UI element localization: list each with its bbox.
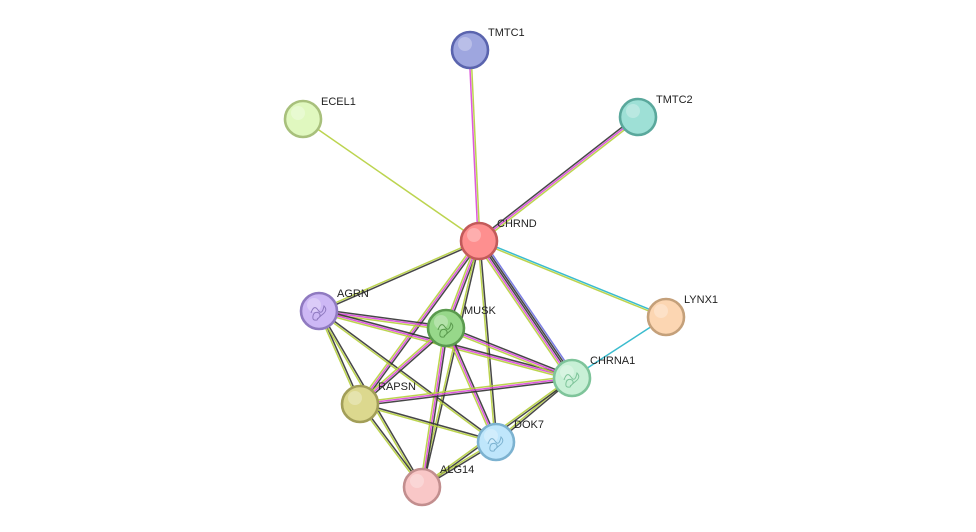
node-lynx1[interactable]: LYNX1 xyxy=(646,294,718,337)
node-label: CHRND xyxy=(497,218,537,230)
edge-line xyxy=(360,379,573,407)
edge-line xyxy=(468,50,479,242)
edge-line xyxy=(359,377,573,405)
edge-musk-dok7 xyxy=(443,326,499,444)
node-rapsn[interactable]: RAPSN xyxy=(340,381,416,424)
edge-line xyxy=(318,312,446,331)
node-label: ECEL1 xyxy=(321,96,356,108)
node-circle[interactable] xyxy=(450,30,490,70)
edge-line xyxy=(479,239,575,378)
node-musk[interactable]: MUSK xyxy=(426,305,496,348)
edge-chrnd-chrna1 xyxy=(475,238,576,381)
edge-chrnd-tmtc2 xyxy=(477,114,640,244)
protein-structure-icon xyxy=(437,321,454,338)
edge-line xyxy=(479,117,640,244)
node-tmtc2[interactable]: TMTC2 xyxy=(618,94,693,137)
node-circle[interactable] xyxy=(459,221,499,261)
edge-line xyxy=(446,325,573,378)
protein-structure-icon xyxy=(563,371,580,388)
protein-structure-icon xyxy=(487,435,504,452)
edge-line xyxy=(476,241,572,380)
node-circle[interactable] xyxy=(402,467,442,507)
node-label: ALG14 xyxy=(440,464,474,476)
edge-line xyxy=(478,240,573,379)
edge-line xyxy=(318,310,447,329)
edge-chrnd-lynx1 xyxy=(478,239,667,319)
node-highlight xyxy=(291,106,305,120)
edge-line xyxy=(319,308,447,327)
edge-line xyxy=(359,404,496,444)
node-highlight xyxy=(348,391,362,405)
edge-line xyxy=(443,328,496,444)
node-highlight xyxy=(434,315,448,329)
node-label: AGRN xyxy=(337,288,369,300)
edge-line xyxy=(422,241,481,488)
edge-line xyxy=(423,328,449,488)
node-circle[interactable] xyxy=(646,297,686,337)
node-dok7[interactable]: DOK7 xyxy=(476,419,544,462)
edge-musk-chrna1 xyxy=(445,325,573,381)
node-circle[interactable] xyxy=(283,99,323,139)
edge-line xyxy=(445,327,573,379)
edge-line xyxy=(475,242,570,381)
edge-line xyxy=(318,239,479,311)
node-chrnd[interactable]: CHRND xyxy=(459,218,537,261)
edge-line xyxy=(360,402,497,442)
protein-structure-icon xyxy=(310,304,327,321)
edge-agrn-dok7 xyxy=(318,309,497,444)
node-label: TMTC2 xyxy=(656,94,693,106)
node-highlight xyxy=(307,298,321,312)
edge-line xyxy=(478,116,639,242)
edge-chrnd-ecel1 xyxy=(302,118,480,242)
node-label: RAPSN xyxy=(378,381,416,393)
node-highlight xyxy=(654,304,668,318)
edge-line xyxy=(445,327,497,443)
node-label: LYNX1 xyxy=(684,294,718,306)
node-label: MUSK xyxy=(464,305,496,317)
edge-chrnd-agrn xyxy=(318,239,480,313)
node-circle[interactable] xyxy=(340,384,380,424)
edge-line xyxy=(479,239,667,317)
edge-line xyxy=(479,240,498,442)
node-highlight xyxy=(458,37,472,51)
edge-line xyxy=(302,118,480,242)
edge-line xyxy=(478,241,666,319)
edge-line xyxy=(318,311,496,444)
edge-line xyxy=(359,375,572,403)
node-alg14[interactable]: ALG14 xyxy=(402,464,474,507)
node-agrn[interactable]: AGRN xyxy=(299,288,369,331)
edge-line xyxy=(319,309,497,442)
edge-line xyxy=(419,327,445,487)
node-ecel1[interactable]: ECEL1 xyxy=(283,96,356,139)
node-circle[interactable] xyxy=(618,97,658,137)
node-label: CHRNA1 xyxy=(590,355,635,367)
edge-chrna1-rapsn xyxy=(359,375,573,407)
node-highlight xyxy=(484,429,498,443)
node-label: DOK7 xyxy=(514,419,544,431)
edge-line xyxy=(357,239,479,404)
edge-chrnd-tmtc1 xyxy=(468,49,481,242)
node-highlight xyxy=(410,474,424,488)
edge-musk-alg14 xyxy=(419,327,449,488)
node-chrna1[interactable]: CHRNA1 xyxy=(552,355,635,398)
node-highlight xyxy=(626,104,640,118)
edge-agrn-musk xyxy=(318,308,447,331)
node-highlight xyxy=(467,228,481,242)
edge-line xyxy=(470,49,481,241)
edge-line xyxy=(319,241,480,313)
node-tmtc1[interactable]: TMTC1 xyxy=(450,27,525,70)
edge-line xyxy=(445,328,572,381)
edge-line xyxy=(477,114,638,241)
edge-line xyxy=(421,327,447,488)
edge-rapsn-dok7 xyxy=(359,402,497,444)
edge-line xyxy=(481,238,576,377)
node-label: TMTC1 xyxy=(488,27,525,39)
node-highlight xyxy=(560,365,574,379)
edge-line xyxy=(446,326,499,442)
